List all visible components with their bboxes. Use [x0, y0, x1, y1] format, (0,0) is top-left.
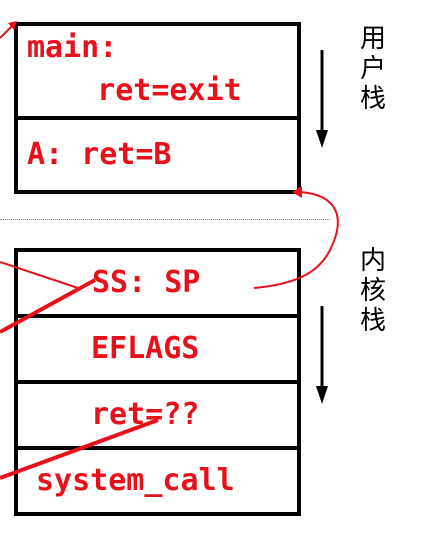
user-stack-label-char-2: 户 — [359, 54, 386, 84]
user-stack-label-char-1: 用 — [359, 24, 386, 54]
kernel-stack-label-char-2: 核 — [359, 276, 386, 306]
user-stack-label-char-3: 栈 — [359, 84, 386, 114]
stack-divider — [0, 219, 330, 220]
kernel-stack-label-char-1: 内 — [359, 246, 386, 276]
kernel-cell-ret-text: ret=?? — [91, 397, 200, 432]
frame-a-ret: A: ret=B — [27, 137, 172, 172]
user-stack-frame-a — [14, 116, 301, 194]
kernel-cell-eflags-text: EFLAGS — [91, 331, 200, 366]
user-stack-direction-arrow — [316, 50, 328, 148]
frame-main-ret: ret=exit — [43, 73, 242, 108]
kernel-cell-ss-sp-text: SS: SP — [92, 265, 201, 300]
frame-main-label: main: — [27, 30, 118, 65]
kernel-cell-system-call-text: system_call — [36, 463, 235, 498]
kernel-stack-label-char-3: 栈 — [359, 306, 386, 336]
kernel-stack-direction-arrow — [316, 306, 328, 404]
kernel-stack-cell-eflags — [14, 314, 301, 384]
